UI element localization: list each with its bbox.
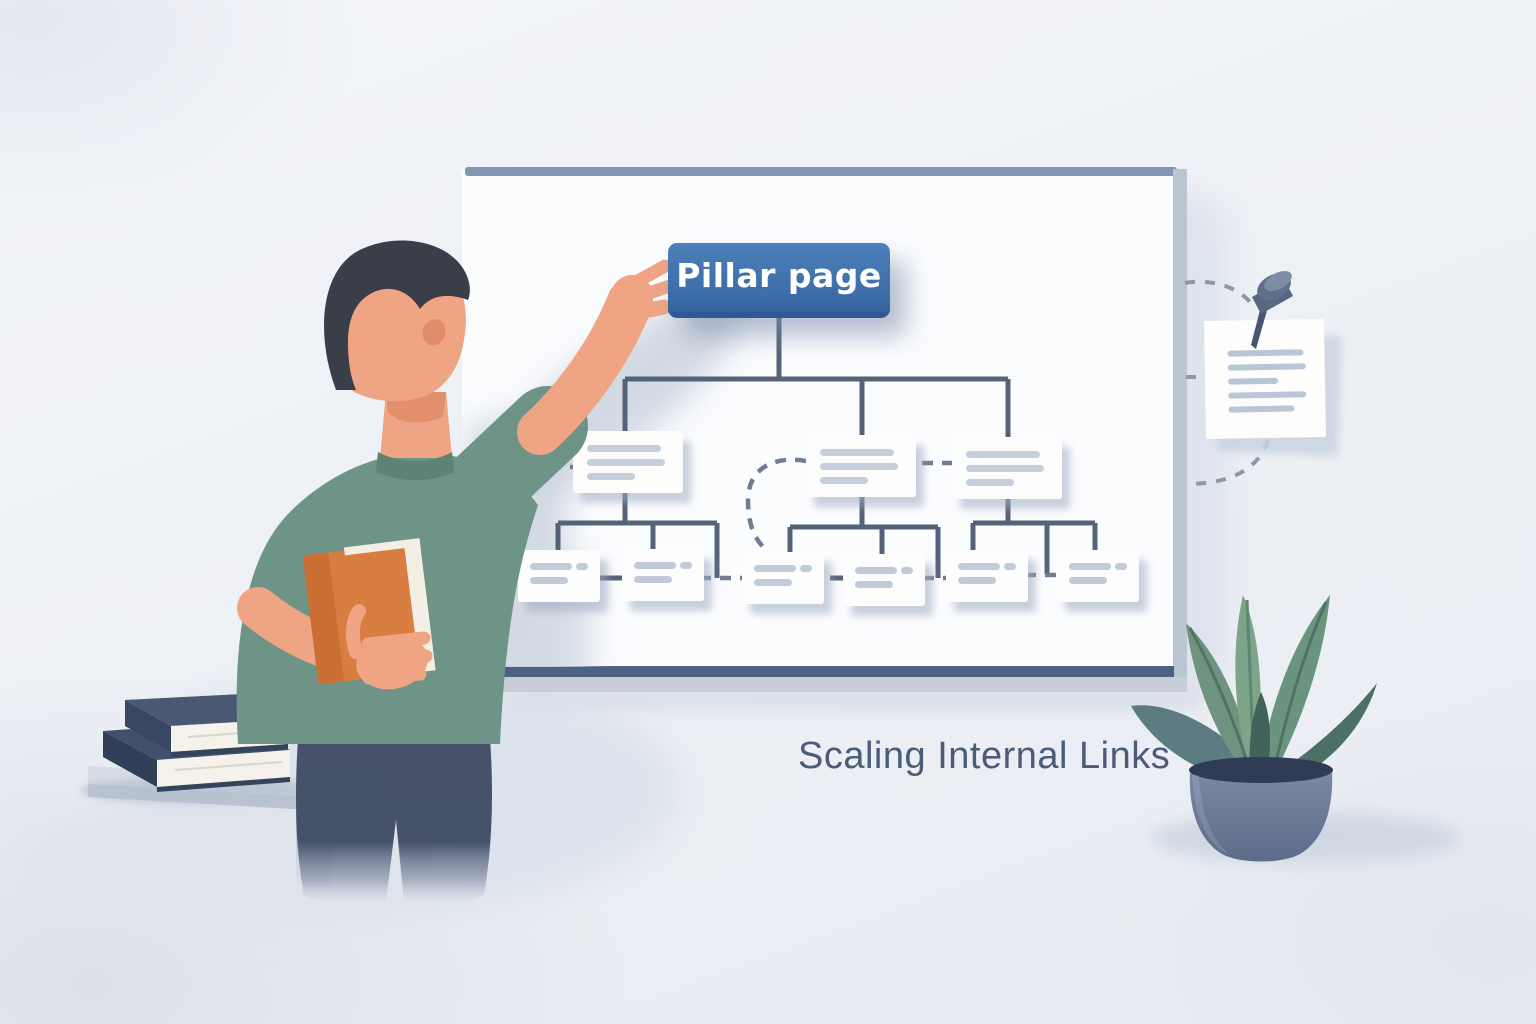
sticky-note-group	[1184, 271, 1343, 486]
level2-card	[806, 435, 916, 497]
level3-card	[843, 554, 925, 606]
caption-text: Scaling Internal Links	[798, 735, 1171, 777]
diagram-level2-cards	[573, 431, 1062, 499]
diagram-connectors-solid	[555, 318, 1098, 581]
note-dashed-links	[1184, 279, 1270, 486]
whiteboard-frame-bottom	[468, 666, 1174, 677]
person-ear	[422, 319, 446, 346]
level2-card	[573, 431, 683, 493]
person-collar	[376, 452, 454, 481]
whiteboard-tray	[470, 677, 1187, 692]
level3-card	[622, 549, 704, 601]
pillar-page-label: Pillar page	[676, 256, 882, 295]
whiteboard-frame-top	[465, 167, 1177, 176]
person-hair	[324, 240, 470, 390]
level3-card	[946, 550, 1028, 602]
note-text-lines	[1227, 349, 1307, 413]
level3-card	[518, 550, 600, 602]
pillar-page-node: Pillar page	[668, 243, 890, 318]
person-right-hand	[611, 259, 677, 321]
person-raised-arm	[517, 279, 653, 455]
push-pin-icon	[1251, 271, 1293, 349]
whiteboard-frame-right	[1173, 169, 1187, 677]
potted-plant	[1131, 595, 1460, 864]
plant-pot	[1189, 757, 1333, 862]
level3-card	[742, 552, 824, 604]
person-left-hand	[345, 604, 433, 690]
level3-card	[1057, 550, 1139, 602]
person-pants	[296, 738, 492, 906]
person	[236, 240, 677, 906]
level2-card	[952, 437, 1062, 499]
